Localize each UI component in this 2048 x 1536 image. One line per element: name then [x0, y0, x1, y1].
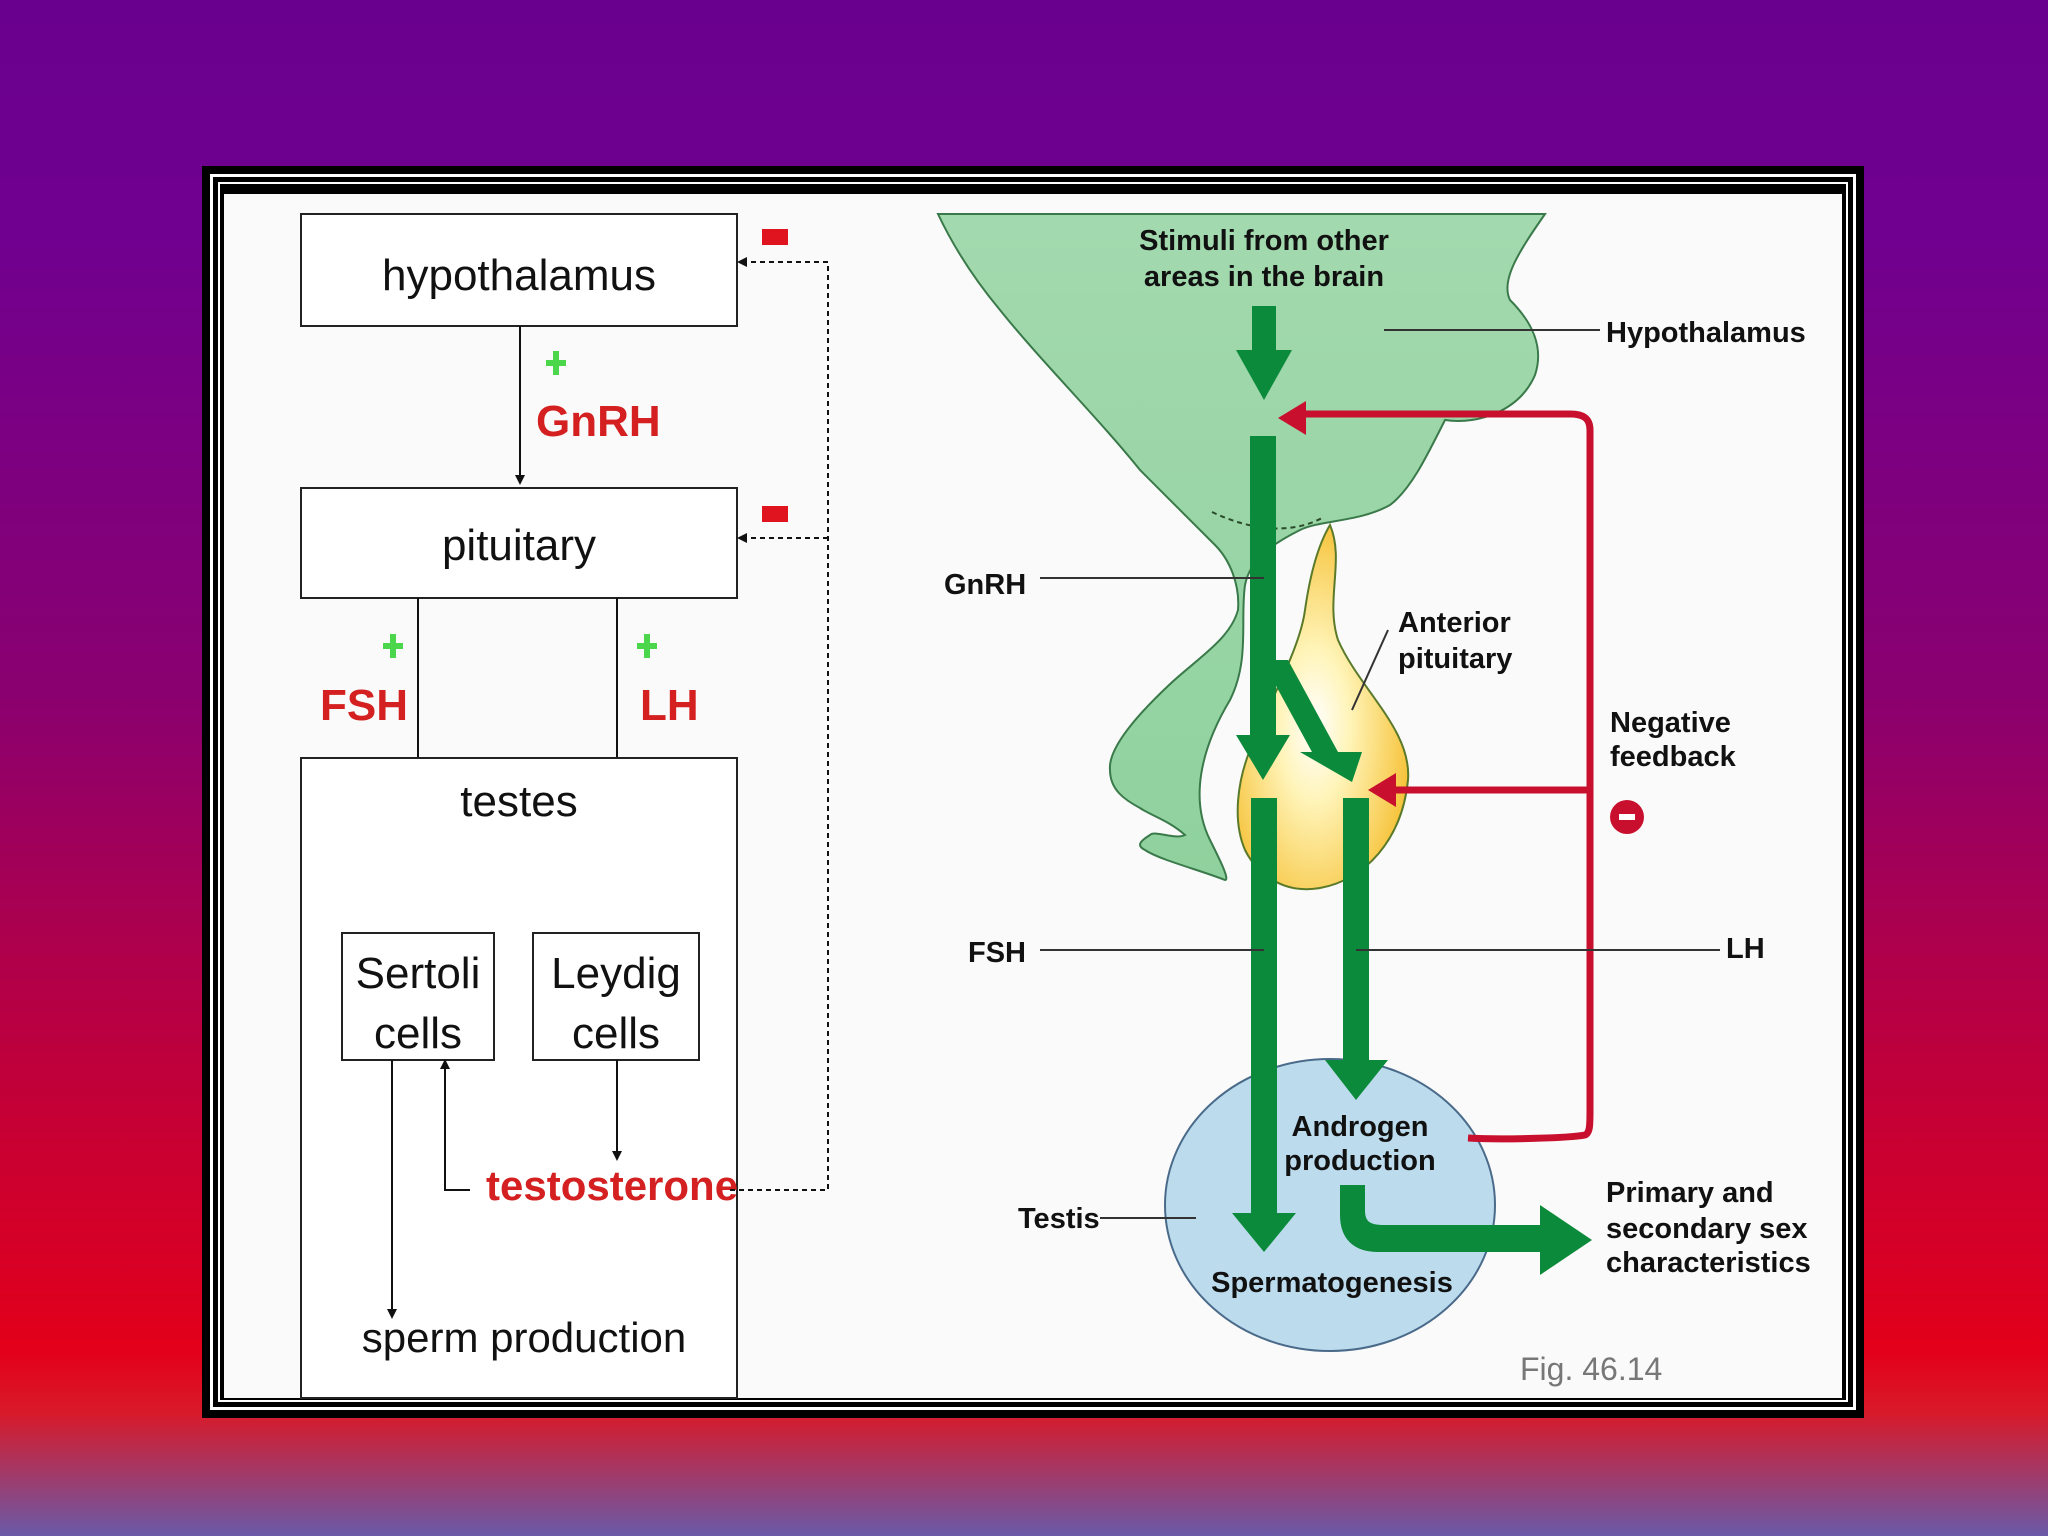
red-feedback-arrows — [1296, 410, 1594, 1143]
testosterone-label: testosterone — [486, 1162, 738, 1209]
stimuli-label-line2: areas in the brain — [1144, 261, 1384, 293]
testes-box — [300, 757, 738, 1399]
flowchart: hypothalamus GnRH pituitary FSH LH teste… — [300, 213, 829, 1399]
androgen-label-line2: production — [1284, 1145, 1435, 1177]
leydig-box — [532, 932, 700, 1061]
sex-characteristics-label-line1: Primary and — [1606, 1177, 1774, 1209]
negative-feedback-dashed-line — [730, 257, 829, 1191]
pituitary-box — [300, 487, 738, 599]
minus-icon-hypothalamus — [762, 229, 788, 245]
sex-characteristics-label-line3: characteristics — [1606, 1247, 1811, 1279]
testes-label: testes — [460, 777, 577, 826]
leader-lines — [1040, 329, 1720, 1219]
anterior-pituitary-label-line1: Anterior — [1398, 607, 1511, 639]
pituitary-label: pituitary — [442, 521, 596, 570]
lh-label: LH — [640, 681, 699, 730]
figure-number-label: Fig. 46.14 — [1520, 1351, 1662, 1387]
sertoli-label-line2: cells — [374, 1009, 462, 1058]
fsh-anatomy-label: FSH — [968, 937, 1026, 969]
gnrh-plus-icon — [546, 351, 566, 375]
fsh-label: FSH — [320, 681, 408, 730]
sertoli-label-line1: Sertoli — [356, 949, 481, 998]
gnrh-label: GnRH — [536, 397, 661, 446]
testosterone-to-sertoli-arrow — [440, 1059, 470, 1191]
frame-border — [210, 174, 1856, 1410]
spermatogenesis-label: Spermatogenesis — [1211, 1267, 1453, 1299]
anatomy-diagram: Stimuli from other areas in the brain Hy… — [936, 213, 1811, 1387]
lh-anatomy-label: LH — [1726, 933, 1765, 965]
hypothalamus-anatomy-label: Hypothalamus — [1606, 317, 1806, 349]
green-arrows — [1232, 306, 1592, 1275]
anterior-pituitary-label-line2: pituitary — [1398, 643, 1512, 675]
fsh-plus-icon — [383, 634, 403, 658]
brain-region — [936, 213, 1547, 882]
testis-shape — [1164, 1058, 1496, 1352]
stimuli-label-line1: Stimuli from other — [1139, 225, 1389, 257]
sperm-production-label: sperm production — [362, 1314, 687, 1361]
hypothalamus-box — [300, 213, 738, 327]
infundibulum-dashed-line — [1211, 511, 1323, 530]
hypothalamus-label: hypothalamus — [382, 251, 656, 300]
sertoli-box — [341, 932, 495, 1061]
minus-circle-icon — [1610, 800, 1644, 834]
lh-plus-icon — [637, 634, 657, 658]
leydig-label-line1: Leydig — [551, 949, 681, 998]
minus-icon-pituitary — [762, 506, 788, 522]
gnrh-anatomy-label: GnRH — [944, 569, 1026, 601]
leydig-label-line2: cells — [572, 1009, 660, 1058]
frame-border-inner — [218, 182, 1848, 1402]
androgen-label-line1: Androgen — [1292, 1111, 1429, 1143]
sex-characteristics-label-line2: secondary sex — [1606, 1213, 1808, 1245]
testis-label: Testis — [1018, 1203, 1100, 1235]
negative-feedback-label-line2: feedback — [1610, 741, 1737, 773]
negative-feedback-label-line1: Negative — [1610, 707, 1731, 739]
feedback-arrowhead-hypothalamus — [1278, 401, 1306, 435]
feedback-arrowhead-pituitary — [1368, 773, 1396, 807]
